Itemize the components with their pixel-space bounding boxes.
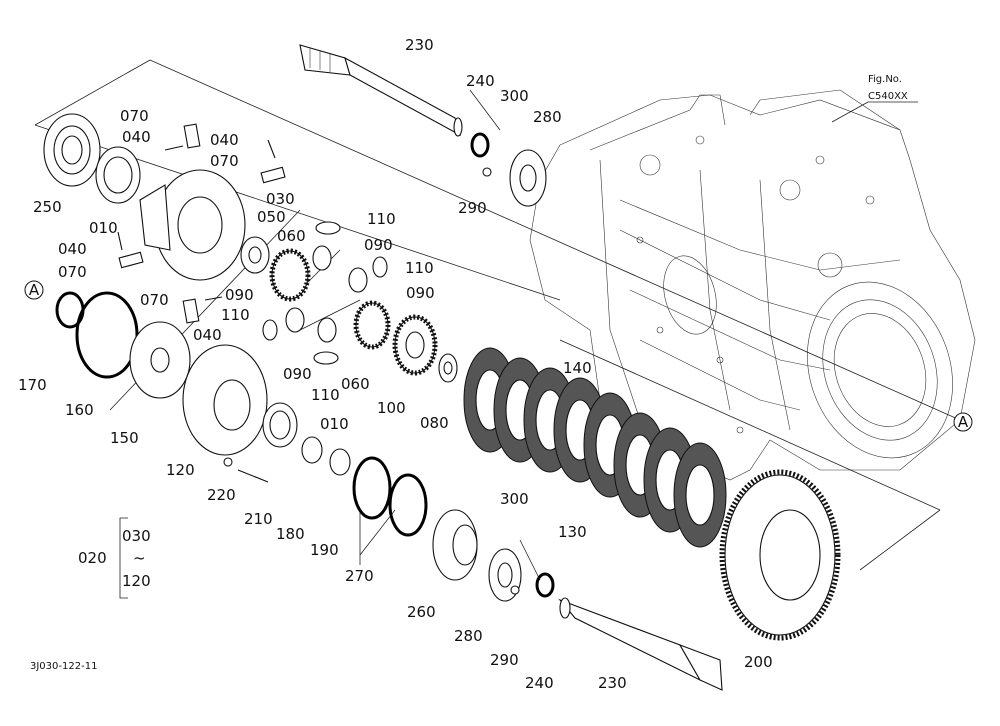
callout: 130 [558, 523, 587, 541]
axle-shaft-upper [299, 44, 463, 137]
callout: 190 [310, 541, 339, 559]
group-range-tilde: ~ [133, 549, 146, 567]
callout: 210 [244, 510, 273, 528]
ref-marker-right-text: A [958, 413, 969, 431]
rings-180-190 [301, 436, 351, 476]
pinion-gears-090 [285, 245, 368, 343]
callout: 060 [277, 227, 306, 245]
group-label: 020 [78, 549, 107, 567]
callout: 090 [364, 236, 393, 254]
group-range-end: 120 [122, 572, 151, 590]
callout: 090 [225, 286, 254, 304]
callout: 110 [221, 306, 250, 324]
callout: 170 [18, 376, 47, 394]
axle-shaft-lower [558, 597, 723, 691]
callout: 290 [490, 651, 519, 669]
thrust-washer-050 [240, 236, 270, 274]
ref-marker-left-text: A [29, 281, 40, 299]
callout: 110 [405, 259, 434, 277]
bearing-250 [43, 113, 101, 187]
drawing-code: 3J030-122-11 [30, 661, 97, 672]
callout: 070 [120, 107, 149, 125]
clutch-pack [463, 347, 727, 548]
callout: 040 [122, 128, 151, 146]
ring-gear-200 [719, 469, 841, 641]
o-rings-240 [470, 132, 555, 598]
hub-260 [432, 509, 478, 581]
group-range-start: 030 [122, 527, 151, 545]
bearing-010-lower [262, 402, 298, 448]
plate-280-upper [509, 149, 547, 207]
washer-080 [438, 353, 458, 383]
callout: 070 [210, 152, 239, 170]
callout: 110 [311, 386, 340, 404]
callout: 260 [407, 603, 436, 621]
callout: 070 [58, 263, 87, 281]
callout: 070 [140, 291, 169, 309]
callout: 110 [367, 210, 396, 228]
callout: 060 [341, 375, 370, 393]
seal-010-upper [95, 146, 141, 204]
transmission-housing [529, 89, 976, 481]
callout: 230 [405, 36, 434, 54]
plate-150 [129, 321, 191, 399]
callout: 040 [193, 326, 222, 344]
callout: 040 [210, 131, 239, 149]
group-bracket: 020 030 ~ 120 [78, 517, 151, 599]
o-rings-170-160 [55, 291, 139, 379]
side-gear-060-lower [353, 300, 391, 350]
callout: 160 [65, 401, 94, 419]
callout: 100 [377, 399, 406, 417]
callout: 040 [58, 240, 87, 258]
fig-label: Fig.No. [868, 74, 902, 85]
callout: 290 [458, 199, 487, 217]
callout: 220 [207, 486, 236, 504]
callout: 050 [257, 208, 286, 226]
callout: 300 [500, 490, 529, 508]
cover-120 [182, 344, 268, 456]
callout: 280 [454, 627, 483, 645]
callout: 230 [598, 674, 627, 692]
callout: 090 [406, 284, 435, 302]
callout: 200 [744, 653, 773, 671]
side-gear-060-upper [269, 248, 311, 302]
ref-marker-left: A [24, 280, 44, 300]
callout: 010 [89, 219, 118, 237]
callout: 270 [345, 567, 374, 585]
callout: 150 [110, 429, 139, 447]
o-rings-270 [352, 456, 428, 537]
callout: 080 [420, 414, 449, 432]
washers-110 [262, 221, 388, 365]
differential-case-030 [139, 169, 246, 281]
callout: 120 [166, 461, 195, 479]
figure-number-block: Fig.No. C540XX [831, 74, 918, 123]
callout: 090 [283, 365, 312, 383]
callout: 240 [525, 674, 554, 692]
callout: 180 [276, 525, 305, 543]
callout: 030 [266, 190, 295, 208]
callout: 010 [320, 415, 349, 433]
fig-number: C540XX [868, 91, 908, 102]
callout: 140 [563, 359, 592, 377]
gear-100 [392, 314, 438, 376]
callouts: 230 240 300 280 290 070 040 040 070 030 … [18, 36, 773, 692]
pins-and-bolts [117, 123, 520, 595]
callout: 250 [33, 198, 62, 216]
callout: 240 [466, 72, 495, 90]
ref-marker-right: A [953, 412, 973, 432]
callout: 300 [500, 87, 529, 105]
callout: 280 [533, 108, 562, 126]
